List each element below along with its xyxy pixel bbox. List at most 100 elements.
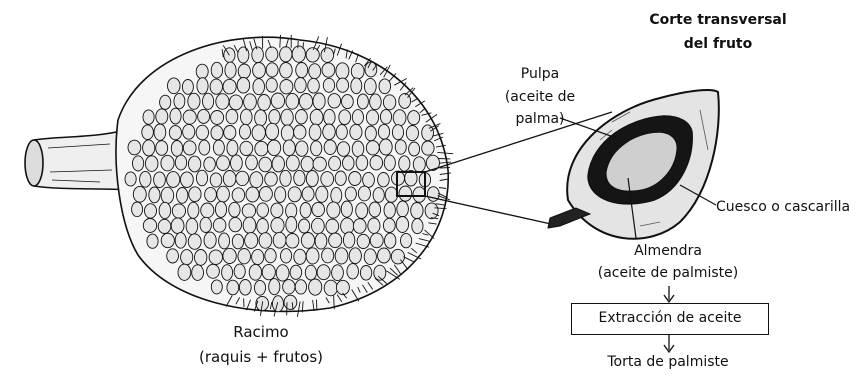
fruitlet	[250, 172, 263, 188]
fruitlet	[252, 249, 264, 264]
fruitlet	[385, 233, 396, 248]
fruitlet	[272, 156, 284, 172]
fruitlet	[312, 218, 325, 234]
fruitlet	[143, 140, 155, 156]
fruitlet	[357, 234, 369, 248]
fruitlet	[356, 203, 368, 219]
fruitlet	[257, 203, 269, 217]
fruitlet	[331, 187, 342, 203]
fruitlet	[302, 187, 314, 201]
fruitlet	[207, 264, 220, 278]
fruitlet	[171, 218, 184, 234]
fruitlet	[323, 78, 334, 92]
fruitlet	[336, 63, 349, 79]
fruitlet	[365, 126, 376, 141]
fruitlet	[211, 280, 222, 294]
spike	[303, 42, 304, 48]
fruitlet	[133, 156, 144, 171]
fruitlet	[332, 265, 344, 281]
fruitlet	[353, 219, 366, 234]
fruitlet	[380, 110, 391, 124]
fruitlet	[397, 201, 409, 217]
fruitlet	[234, 264, 245, 279]
arrow-to-torta	[664, 335, 674, 352]
fruitlet	[147, 234, 158, 248]
fruitlet	[203, 93, 214, 109]
fruitlet	[223, 79, 236, 94]
fruitlet	[347, 264, 359, 279]
label-racimo-line2: (raquis + frutos)	[166, 349, 356, 366]
fruitlet	[425, 203, 438, 219]
fruitlet	[294, 170, 305, 185]
fruitlet	[252, 125, 265, 141]
fruitlet	[306, 171, 318, 187]
fruitlet	[286, 155, 299, 171]
fruitlet	[224, 126, 236, 140]
fruitlet	[227, 280, 239, 295]
fruitlet	[252, 47, 264, 63]
fruitlet	[262, 264, 275, 279]
fruitlet	[259, 187, 272, 202]
fruitlet	[308, 78, 320, 93]
fruitlet	[213, 140, 224, 155]
fruitlet	[329, 156, 341, 170]
fruitlet	[271, 203, 283, 217]
fruitlet	[169, 126, 181, 140]
fruitlet	[290, 265, 302, 279]
fruitlet	[337, 78, 349, 92]
fruitlet	[201, 203, 214, 218]
fruitlet	[200, 217, 211, 232]
fruitlet	[156, 141, 168, 156]
fruitlet	[358, 186, 370, 201]
fruitlet	[335, 171, 346, 185]
fruitlet	[299, 94, 312, 110]
fruitlet	[275, 187, 286, 203]
fruitlet	[309, 124, 321, 140]
fruitlet	[300, 203, 311, 218]
fruitlet	[286, 234, 299, 249]
zoom-line-bottom	[425, 196, 560, 226]
fruitlet	[196, 64, 208, 79]
fruitlet	[178, 264, 191, 280]
fruitlet	[315, 233, 327, 249]
fruitlet	[321, 172, 334, 187]
fruitlet	[219, 233, 230, 249]
fruitlet	[273, 296, 284, 312]
fruitlet	[175, 155, 186, 170]
label-pulpa-line3: palma)	[480, 111, 600, 128]
fruitlet	[246, 187, 259, 202]
fruitlet	[168, 78, 181, 94]
fruitlet	[329, 233, 342, 248]
fruitlet	[240, 141, 253, 155]
fruitlet	[211, 111, 224, 125]
fruitlet	[323, 124, 336, 140]
fruitlet	[378, 173, 390, 187]
fruitlet	[363, 172, 375, 187]
fruitlet	[312, 202, 325, 216]
label-torta: Torta de palmiste	[578, 354, 758, 371]
fruitlet	[242, 204, 255, 218]
fruitlet	[286, 93, 299, 109]
fruitlet	[225, 62, 236, 78]
fruitlet	[249, 264, 261, 280]
fruitlet	[301, 156, 314, 171]
fruitlet	[223, 171, 236, 187]
fruitlet	[276, 265, 289, 281]
fruitlet	[154, 124, 166, 140]
fruitlet	[237, 78, 250, 94]
fruitlet	[352, 141, 364, 157]
fruitlet	[294, 249, 306, 264]
label-almendra-line2: (aceite de palmiste)	[568, 265, 768, 282]
fruitlet	[227, 140, 238, 156]
fruitlet	[360, 266, 371, 281]
fruitlet	[161, 233, 174, 247]
arrow-to-extraction	[664, 286, 674, 302]
title-corte-line2: del fruto	[628, 36, 808, 53]
label-almendra-line1: Almendra	[578, 243, 758, 260]
fruitlet	[198, 109, 210, 123]
fruitlet	[265, 172, 278, 186]
fruitlet	[188, 234, 201, 249]
fruitlet	[266, 78, 277, 92]
fruitlet	[280, 170, 291, 186]
fruitlet	[254, 280, 265, 295]
